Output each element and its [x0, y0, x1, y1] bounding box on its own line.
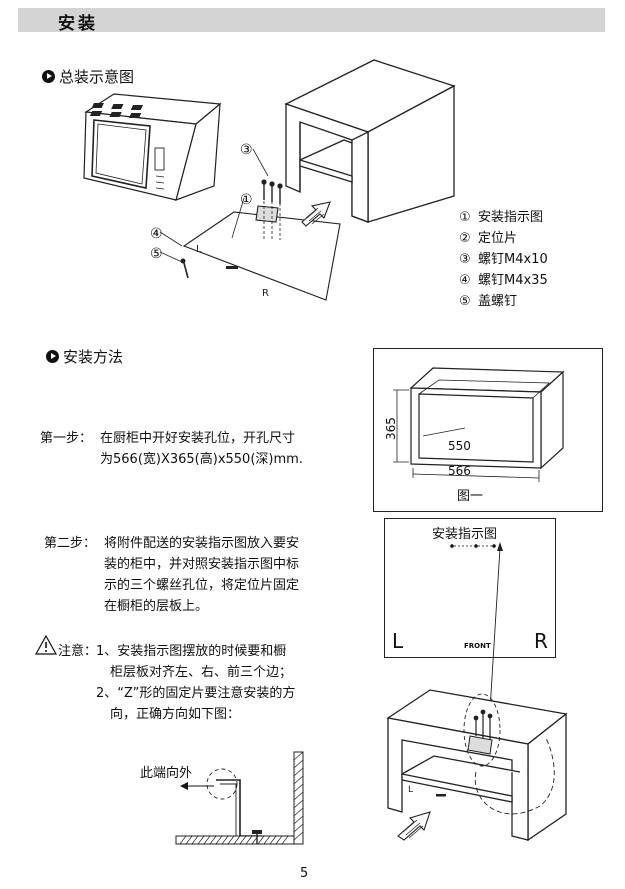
figure-2-installation-template: 安装指示图 L FRONT R: [384, 518, 556, 658]
note-label: 注意：: [58, 644, 98, 659]
section-header-banner: 安装: [18, 8, 605, 34]
bullet-arrow-icon: [42, 70, 55, 83]
bullet-arrow-icon: [46, 350, 59, 363]
template-right-label: R: [534, 629, 548, 653]
warning-triangle-icon: [34, 634, 58, 655]
callout-3: ③: [240, 142, 253, 158]
step-2-line: 示的三个螺丝孔位，将定位片固定: [104, 578, 300, 593]
note-line: 柜层板对齐左、右、前三个边；: [110, 665, 293, 680]
template-title: 安装指示图: [432, 527, 497, 542]
shelf-left-mark: L: [408, 785, 413, 795]
overview-heading: 总装示意图: [42, 66, 134, 87]
dimension-width: 566: [448, 464, 471, 478]
bracket-orientation-label: 此端向外: [140, 765, 192, 781]
template-right-mark: R: [262, 288, 269, 299]
screw-hole-mark: [474, 544, 478, 548]
step-2-line: 装的柜中，并对照安装指示图中标: [104, 557, 300, 572]
step-1-label: 第一步：: [40, 431, 93, 446]
overview-heading-text: 总装示意图: [59, 68, 135, 86]
note-line: 1、安装指示图摆放的时候要和橱: [96, 644, 287, 659]
note: 注意： 1、安装指示图摆放的时候要和橱 柜层板对齐左、右、前三个边； 2、“Z”…: [58, 641, 358, 731]
step-2-line: 将附件配送的安装指示图放入要安: [104, 536, 300, 551]
step-2-line: 在橱柜的层板上。: [104, 599, 209, 614]
template-front-label: FRONT: [464, 642, 491, 650]
method-heading-text: 安装方法: [63, 348, 124, 366]
screw-hole-mark: [492, 544, 496, 548]
step-2: 第二步： 将附件配送的安装指示图放入要安 装的柜中，并对照安装指示图中标 示的三…: [44, 533, 364, 623]
template-left-label: L: [392, 629, 404, 653]
callout-1: ①: [240, 192, 253, 208]
note-line: 2、“Z”形的固定片要注意安装的方: [96, 686, 296, 701]
page-number: 5: [300, 866, 309, 881]
step-1-line: 在厨柜中开好安装孔位，开孔尺寸: [100, 431, 296, 446]
figure-1-caption: 图一: [457, 489, 483, 504]
step-2-label: 第二步：: [44, 536, 97, 551]
step-1: 第一步： 在厨柜中开好安装孔位，开孔尺寸 为566(宽)X365(高)x550(…: [40, 428, 360, 478]
note-line: 向，正确方向如下图：: [110, 707, 241, 722]
assembly-overview-diagram: L R ③ ① ④ ⑤: [83, 59, 456, 301]
dimension-depth: 550: [448, 439, 471, 453]
callout-4: ④: [150, 226, 163, 242]
template-left-mark: L: [196, 244, 202, 255]
figure-1-cutout-dimensions: 365 550 566 图一: [373, 348, 603, 512]
dimension-height: 365: [384, 417, 398, 440]
screw-hole-mark: [450, 544, 454, 548]
method-heading: 安装方法: [46, 346, 123, 367]
step-1-line: 为566(宽)X365(高)x550(深)mm.: [100, 452, 303, 467]
section-title: 安装: [58, 14, 98, 34]
callout-5: ⑤: [150, 246, 163, 262]
